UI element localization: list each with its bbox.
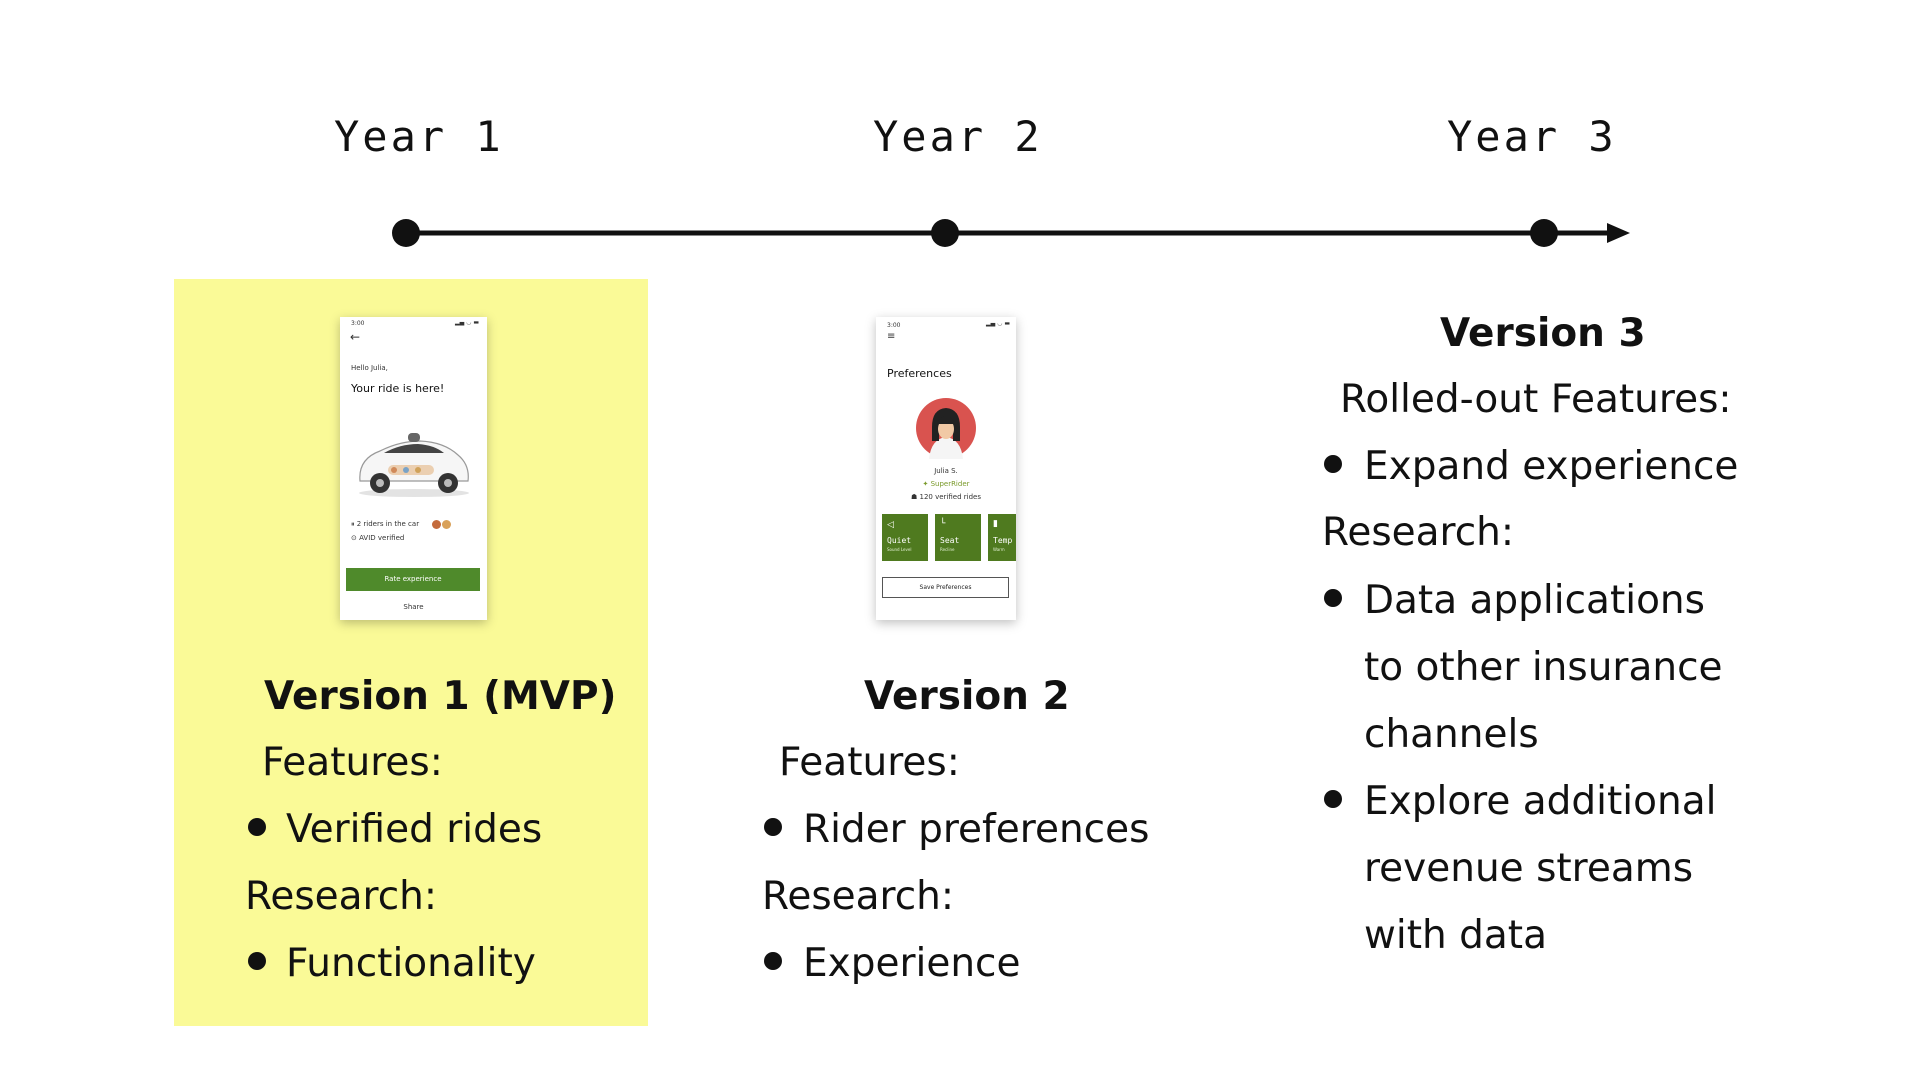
share-link[interactable]: Share: [403, 603, 424, 611]
status-time: 3:00: [887, 322, 901, 329]
bullet-dot: [764, 818, 782, 836]
timeline-marker-year-2: [931, 219, 959, 247]
timeline-axis: [392, 219, 1630, 247]
year-1-label: Year 1: [334, 112, 504, 161]
timeline-marker-year-3: [1530, 219, 1558, 247]
seat-icon: └: [940, 519, 946, 529]
riders-text: ⏸ 2 riders in the car: [351, 520, 420, 528]
preference-tile-temp[interactable]: ▮ Temp Warm: [988, 514, 1016, 561]
preferences-heading: Preferences: [887, 367, 952, 380]
version-3-research-item-2-line-1: Explore additional: [1364, 779, 1717, 824]
version-2-phone-mockup: 3:00 ▂▄ ◡ ▬ ≡ Preferences Julia S. ✦ Sup…: [876, 317, 1016, 620]
status-icons: ▂▄ ◡ ▬: [455, 319, 479, 326]
version-2-research-label: Research:: [762, 874, 955, 919]
version-1-feature-item: Verified rides: [286, 807, 543, 852]
version-3-feature-item: Expand experience: [1364, 444, 1739, 489]
bullet-dot: [1324, 790, 1342, 808]
version-3-features-label: Rolled-out Features:: [1340, 377, 1732, 422]
bullet-dot: [1324, 589, 1342, 607]
bullet-dot: [1324, 455, 1342, 473]
version-1-research-item: Functionality: [286, 941, 536, 986]
version-3-title: Version 3: [1440, 311, 1646, 356]
bullet-dot: [764, 952, 782, 970]
tile-sub: Warm: [993, 547, 1005, 552]
version-2-research-item: Experience: [803, 941, 1021, 986]
year-2-label: Year 2: [873, 112, 1043, 161]
version-3-research-item-1-line-1: Data applications: [1364, 578, 1705, 623]
status-time: 3:00: [351, 320, 365, 327]
version-3-research-item-1-line-2: to other insurance: [1364, 645, 1723, 690]
version-2-feature-item: Rider preferences: [803, 807, 1150, 852]
preference-tile-quiet[interactable]: ◁ Quiet Sound Level: [882, 514, 928, 561]
version-2-title: Version 2: [864, 674, 1070, 719]
rider-badge-label: SuperRider: [930, 480, 970, 488]
timeline-marker-year-1: [392, 219, 420, 247]
version-1-phone-mockup: 3:00 ▂▄ ◡ ▬ ← Hello Julia, Your ride is …: [340, 317, 487, 620]
back-arrow-icon: ←: [350, 330, 361, 344]
verified-text: ⊙ AVID verified: [351, 534, 405, 542]
bullet-dot: [248, 818, 266, 836]
version-1-research-label: Research:: [245, 874, 438, 919]
rider-badge: ✦ SuperRider: [922, 480, 970, 488]
tile-label: Temp: [993, 536, 1013, 545]
greeting-text: Hello Julia,: [351, 364, 388, 372]
rider-avatar-2: [442, 520, 451, 529]
thermometer-icon: ▮: [993, 519, 998, 529]
verified-label: AVID verified: [359, 534, 405, 542]
tile-label: Seat: [940, 536, 960, 545]
user-avatar-icon: [916, 398, 976, 459]
tile-label: Quiet: [887, 536, 912, 545]
verified-rides-label: 120 verified rides: [919, 493, 981, 501]
status-icons: ▂▄ ◡ ▬: [986, 320, 1010, 327]
ride-headline: Your ride is here!: [351, 382, 445, 395]
save-preferences-button[interactable]: Save Preferences: [882, 577, 1009, 598]
timeline-arrowhead: [1607, 223, 1630, 243]
version-3-research-item-1-line-3: channels: [1364, 712, 1539, 757]
version-1-features-label: Features:: [262, 740, 443, 785]
menu-icon: ≡: [887, 331, 896, 342]
tile-sub: Sound Level: [887, 547, 912, 552]
version-1-title: Version 1 (MVP): [264, 674, 617, 719]
verified-rides: ☗ 120 verified rides: [911, 493, 981, 501]
tile-sub: Recline: [940, 547, 955, 552]
rider-avatar-1: [432, 520, 441, 529]
version-3-research-item-2-line-2: revenue streams: [1364, 846, 1694, 891]
autonomous-car-icon: [359, 433, 469, 497]
version-3-research-item-2-line-3: with data: [1364, 913, 1547, 958]
version-3-research-label: Research:: [1322, 510, 1515, 555]
year-3-label: Year 3: [1447, 112, 1617, 161]
version-2-features-label: Features:: [779, 740, 960, 785]
bullet-dot: [248, 952, 266, 970]
riders-count: 2 riders in the car: [356, 520, 420, 528]
speaker-icon: ◁: [887, 520, 894, 530]
preference-tile-seat[interactable]: └ Seat Recline: [935, 514, 981, 561]
rate-experience-button[interactable]: Rate experience: [346, 568, 480, 591]
user-name: Julia S.: [934, 467, 958, 475]
